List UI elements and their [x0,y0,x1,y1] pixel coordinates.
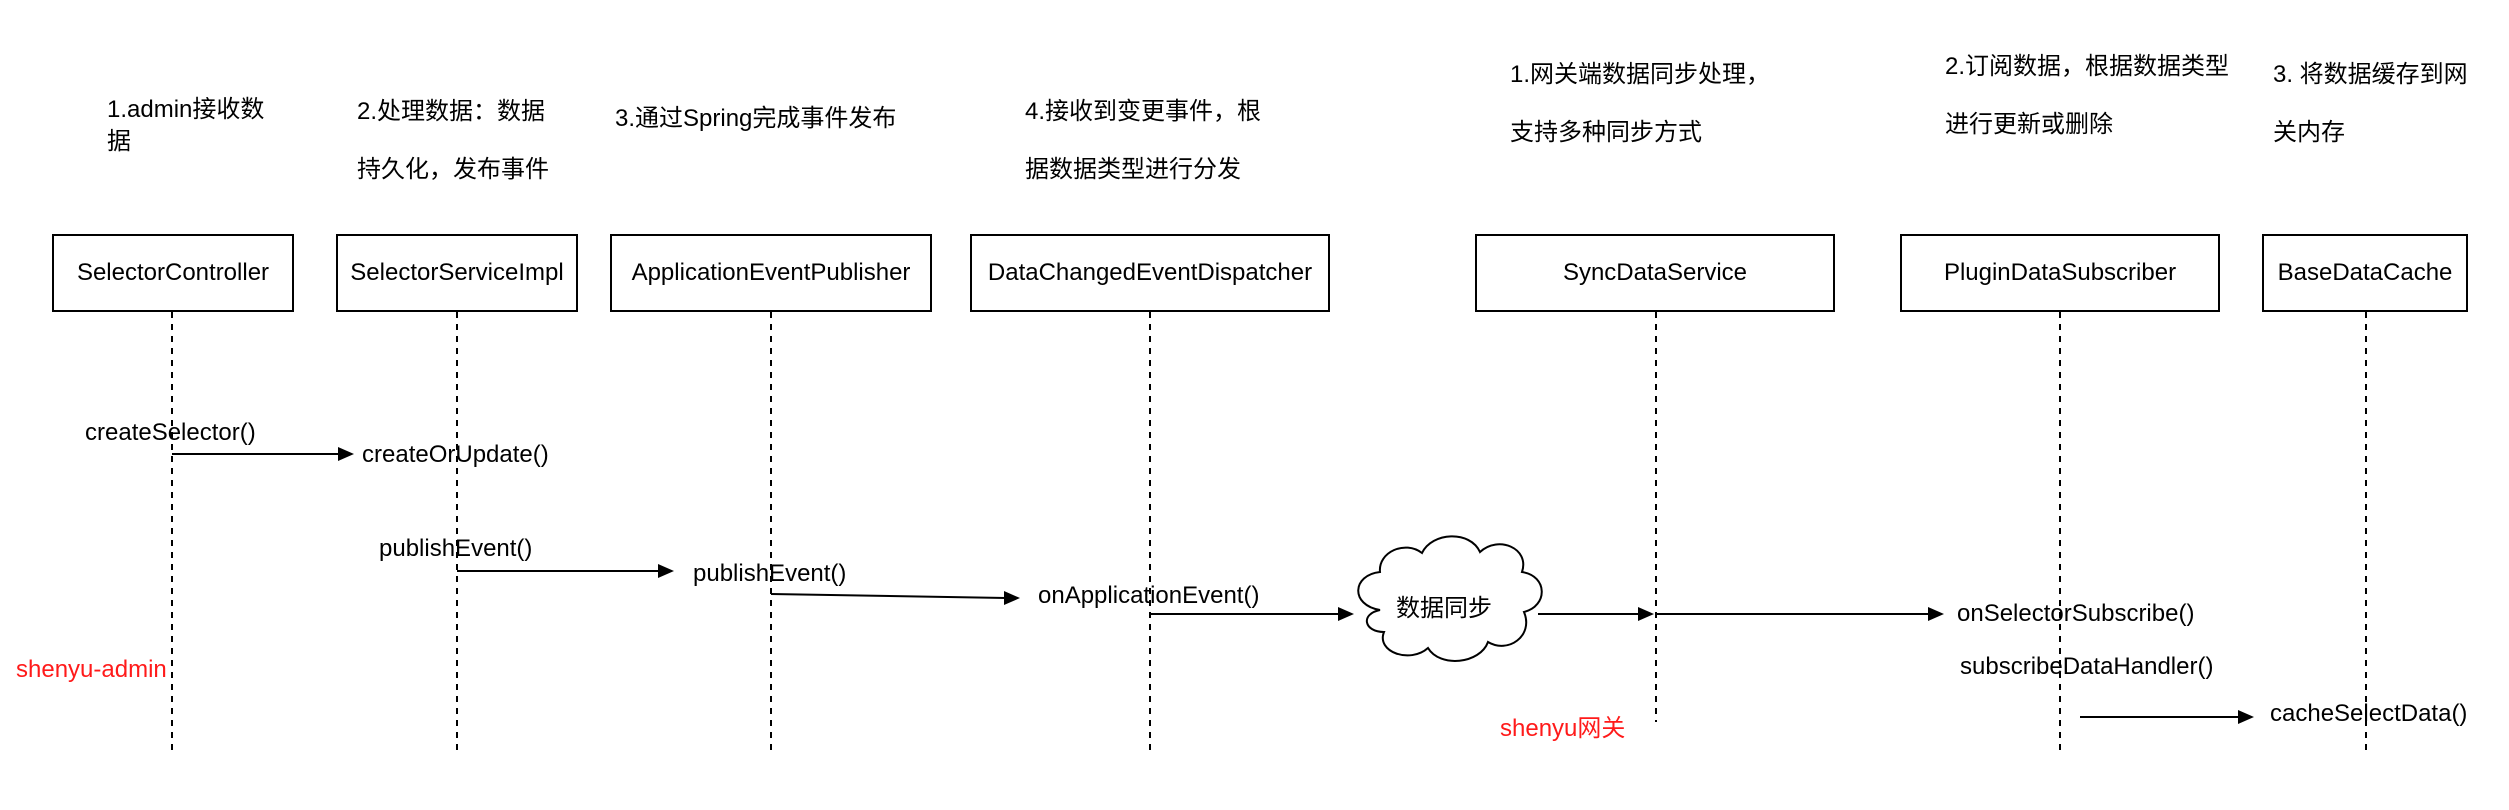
arrow-sync-to-subscriber [1656,607,1944,621]
note-line: 1.admin接收数 [107,96,265,123]
note-line: 2.处理数据：数据 [357,98,546,125]
label-subscribe-data-handler: subscribeDataHandler() [1960,653,2214,680]
participant-application-event-publisher: ApplicationEventPublisher [610,234,932,312]
note-line: 1.网关端数据同步处理， [1510,61,1771,88]
cloud-shape [1357,535,1543,662]
note-line: 据 [107,128,131,155]
label-on-selector-subscribe: onSelectorSubscribe() [1957,600,2195,627]
note-line: 持久化，发布事件 [357,156,549,183]
note-line: 关内存 [2273,119,2345,146]
note-line: 3.通过Spring完成事件发布 [615,105,897,132]
note-process-data: 2.处理数据：数据 持久化，发布事件 [357,83,549,199]
label-create-or-update: createOrUpdate() [362,441,549,468]
note-line: 支持多种同步方式 [1510,119,1702,146]
note-line: 3. 将数据缓存到网 [2273,61,2468,88]
note-dispatch: 4.接收到变更事件，根 据数据类型进行分发 [1025,83,1261,199]
note-line: 据数据类型进行分发 [1025,156,1241,183]
note-line: 进行更新或删除 [1945,111,2113,138]
label-publish-event-1: publishEvent() [379,535,533,562]
note-cache: 3. 将数据缓存到网 关内存 [2273,46,2468,162]
label-cache-select-data: cacheSelectData() [2270,700,2468,727]
participant-sync-data-service: SyncDataService [1475,234,1835,312]
zone-label-admin: shenyu-admin [16,656,167,683]
participant-base-data-cache: BaseDataCache [2262,234,2468,312]
cloud-label: 数据同步 [1396,595,1492,622]
label-on-application-event: onApplicationEvent() [1038,582,1260,609]
participant-selector-service-impl: SelectorServiceImpl [336,234,578,312]
zone-label-gateway: shenyu网关 [1500,715,1626,742]
participant-selector-controller: SelectorController [52,234,294,312]
note-line: 4.接收到变更事件，根 [1025,98,1262,125]
label-create-selector: createSelector() [85,419,256,446]
arrow-on-application-event [1150,607,1354,621]
note-subscribe: 2.订阅数据，根据数据类型 进行更新或删除 [1945,38,2229,154]
arrow-publish-event-2 [770,591,1020,605]
arrow-create-selector [172,447,354,461]
note-gateway-sync: 1.网关端数据同步处理， 支持多种同步方式 [1510,46,1770,162]
participant-plugin-data-subscriber: PluginDataSubscriber [1900,234,2220,312]
arrow-cloud-to-sync [1538,607,1654,621]
note-admin-receive: 1.admin接收数 据 [107,94,264,158]
note-spring-publish: 3.通过Spring完成事件发布 [615,90,896,148]
arrow-cache-select-data [2080,710,2254,724]
participant-data-changed-event-dispatcher: DataChangedEventDispatcher [970,234,1330,312]
arrow-publish-event-1 [457,564,674,578]
label-publish-event-2: publishEvent() [693,560,847,587]
note-line: 2.订阅数据，根据数据类型 [1945,53,2230,80]
